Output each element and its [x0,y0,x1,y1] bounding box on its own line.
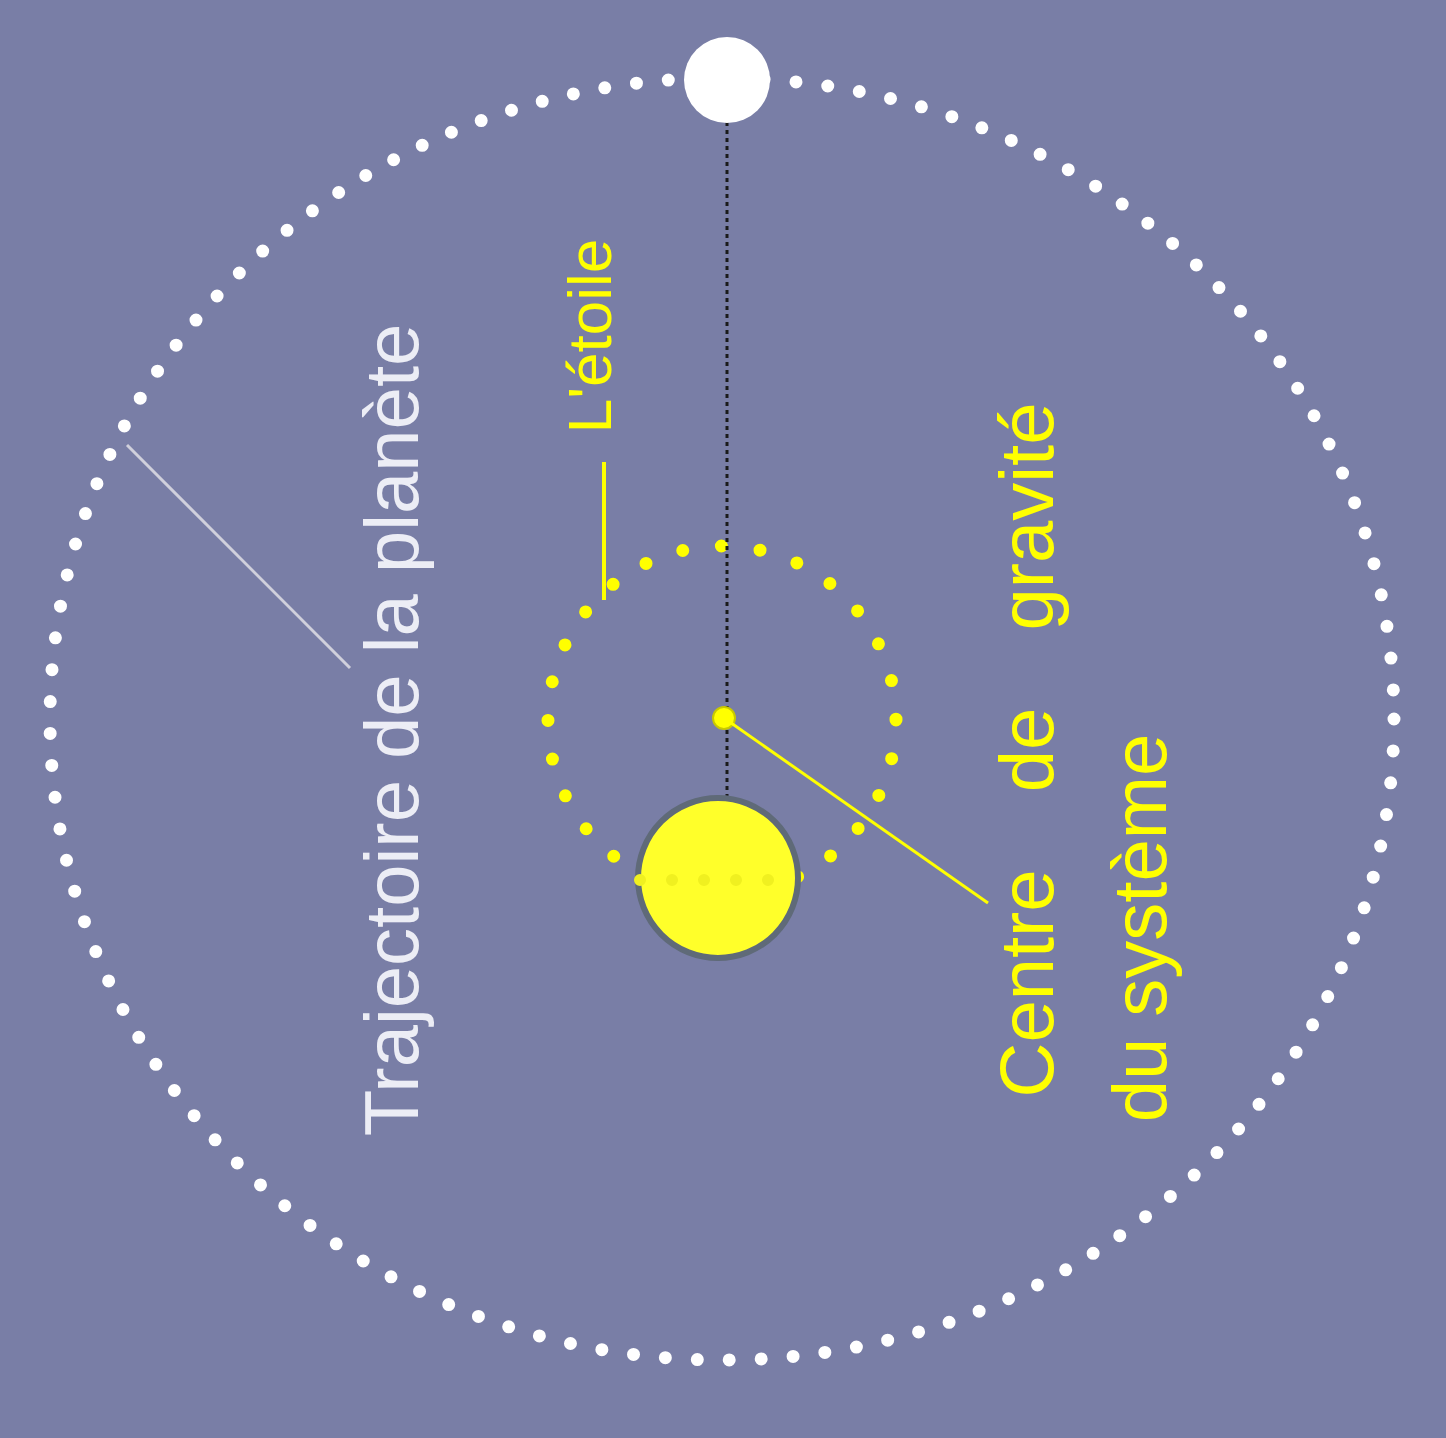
planet [684,37,770,123]
axis-line [726,82,729,800]
callout-label: L'étoile [559,239,621,434]
star [638,798,798,958]
leader-line [602,462,606,600]
callout-label: Trajectoire de la planète [354,324,430,1137]
leader-line [724,718,988,903]
leader-line [127,445,350,668]
callout-label: Centre de gravité [988,403,1064,1098]
callout-label: du système [1102,734,1178,1123]
star-orbit-dots [640,874,800,886]
planet-orbit [50,78,1394,1360]
